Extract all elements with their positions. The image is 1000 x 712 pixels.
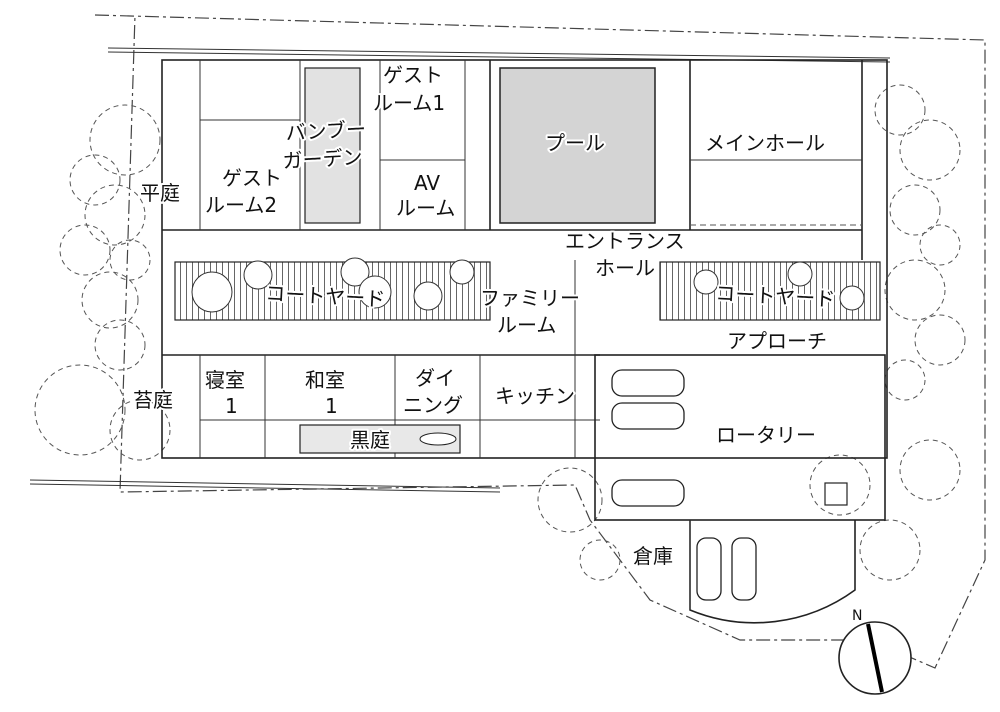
label-storage: 倉庫	[633, 544, 673, 568]
rotary-area	[594, 354, 886, 624]
label-main-hall: メインホール	[705, 131, 825, 155]
label-flat-garden: 平庭	[140, 181, 180, 205]
black-garden-stone	[419, 432, 457, 446]
label-approach: アプローチ	[727, 329, 827, 353]
label-guest-room-1-line2: ルーム1	[373, 91, 445, 115]
label-guest-room-2-line2: ルーム2	[205, 193, 277, 217]
label-moss-garden: 苔庭	[133, 388, 173, 412]
label-dining-line1: ダイ	[415, 366, 455, 390]
label-bedroom-1-line2: 1	[225, 394, 238, 418]
label-entrance-hall-line1: エントランス	[565, 229, 685, 253]
building-walls	[161, 59, 888, 459]
label-dining-line2: ニング	[403, 393, 463, 417]
bamboo-garden-area	[304, 67, 361, 224]
label-rotary: ロータリー	[716, 423, 816, 447]
label-kitchen: キッチン	[495, 384, 575, 408]
trees	[34, 84, 966, 581]
label-family-room-line2: ルーム	[497, 313, 556, 337]
label-family-room-line1: ファミリー	[480, 286, 580, 310]
label-entrance-hall-line2: ホール	[595, 256, 655, 280]
label-bamboo-garden-line2: ガーデン	[282, 145, 363, 173]
label-bedroom-1-line1: 寝室	[205, 368, 245, 392]
compass-north-label: N	[852, 608, 862, 624]
label-black-garden: 黒庭	[350, 428, 390, 452]
label-guest-room-1-line1: ゲスト	[383, 63, 443, 87]
label-guest-room-2-line1: ゲスト	[222, 166, 282, 190]
label-bamboo-garden-line1: バンブー	[285, 117, 367, 145]
room-labels: ゲスト ルーム1 バンブー ガーデン ゲスト ルーム2 AV ルーム プール メ…	[131, 61, 838, 570]
courtyard-trees	[191, 257, 865, 313]
label-japanese-room-1-line1: 和室	[305, 368, 345, 392]
label-pool: プール	[545, 131, 605, 155]
label-av-room-line2: ルーム	[396, 196, 455, 220]
pool-water	[499, 67, 656, 224]
compass: N	[838, 606, 912, 695]
label-japanese-room-1-line2: 1	[325, 394, 338, 418]
label-av-room-line1: AV	[414, 171, 440, 195]
cars	[611, 369, 757, 601]
site-boundary	[29, 14, 986, 669]
